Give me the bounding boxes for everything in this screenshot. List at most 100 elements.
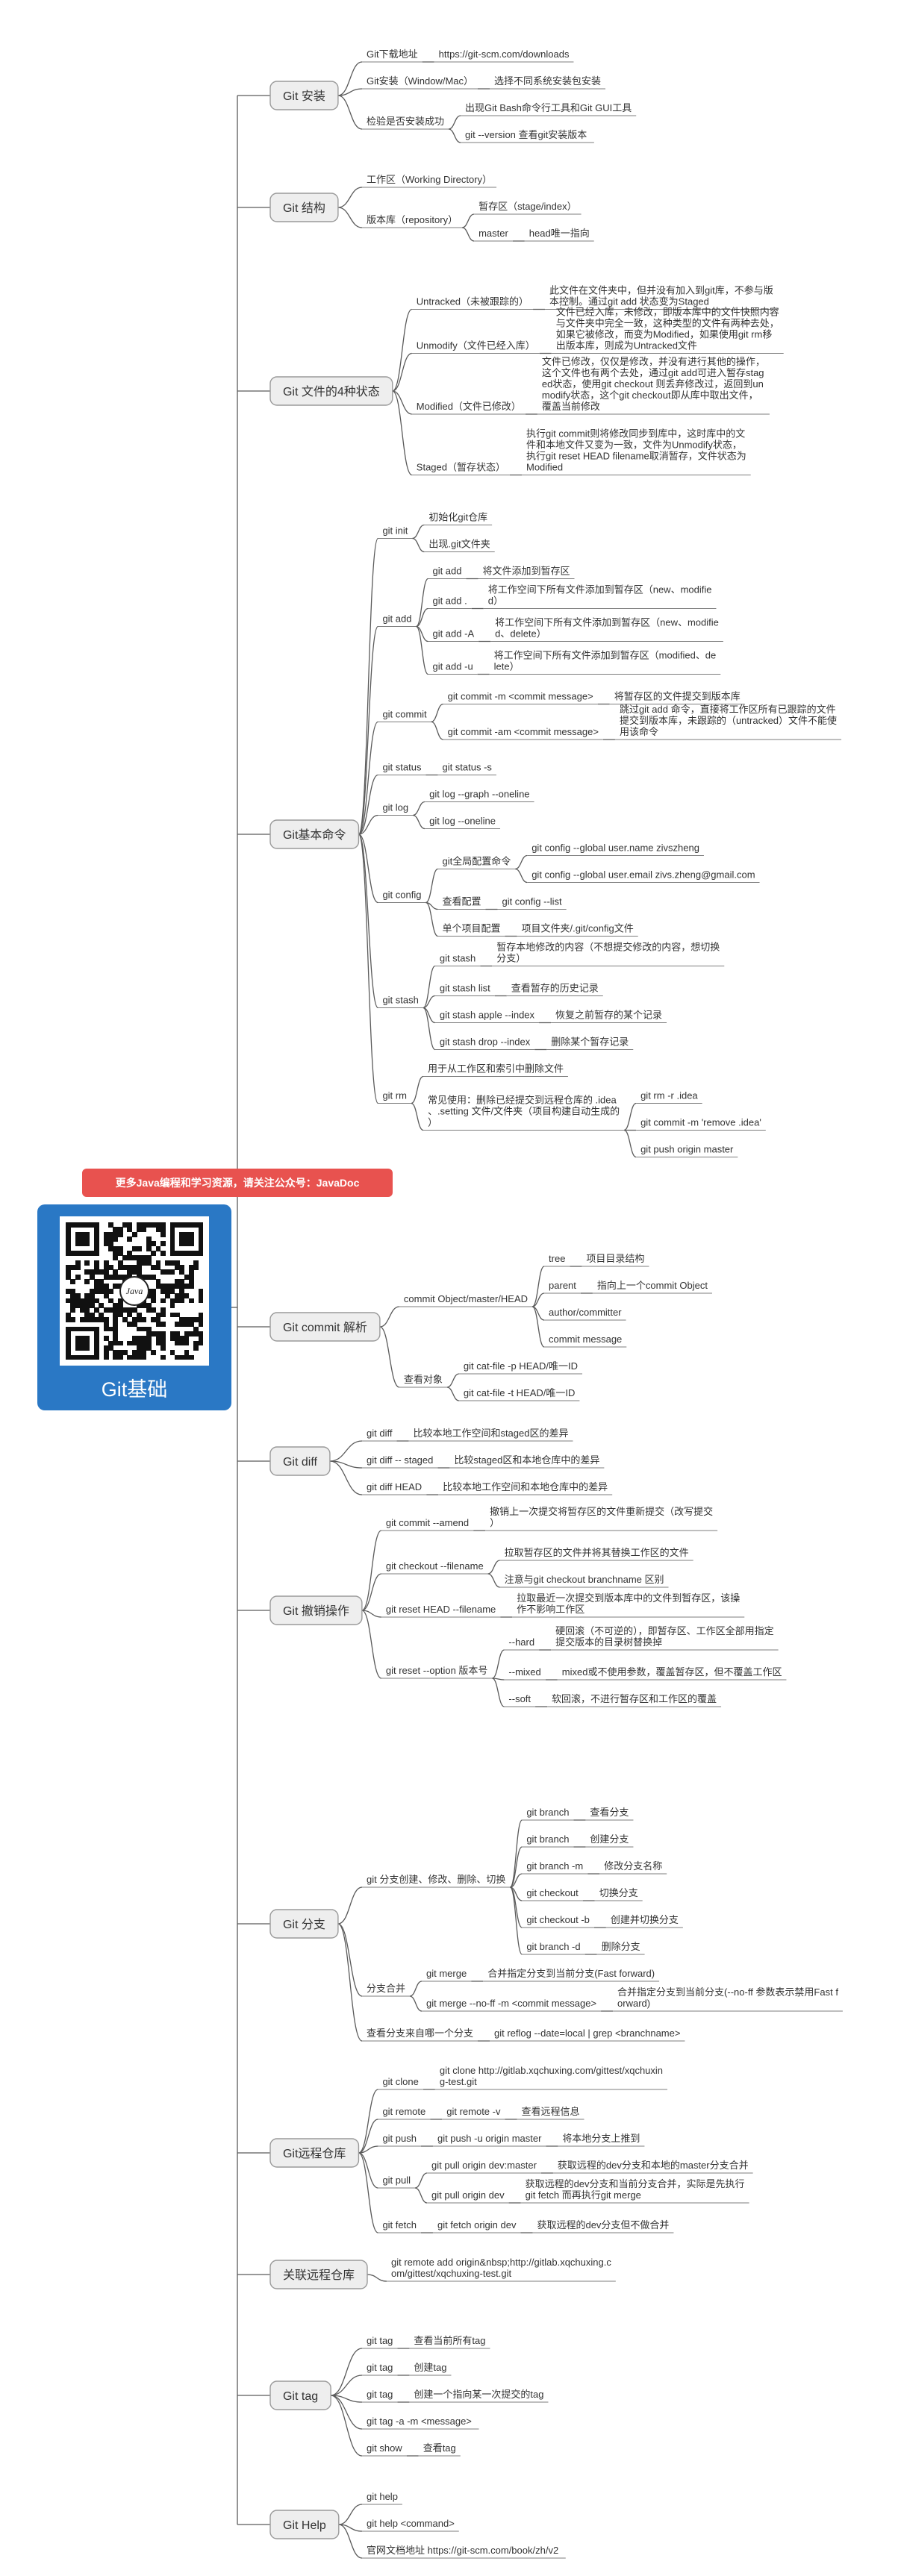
node[interactable]: git status <box>378 762 426 775</box>
node[interactable]: git reset HEAD --filename <box>381 1604 501 1618</box>
node[interactable]: 官网文档地址 https://git-scm.com/book/zh/v2 <box>362 2545 566 2559</box>
node[interactable]: git rm <box>378 1090 411 1104</box>
node-node[interactable]: git add -A <box>428 628 479 642</box>
node-node[interactable]: --mixed <box>504 1666 546 1681</box>
node-node[interactable]: https://git-scm.com/downloads <box>434 49 574 63</box>
node-node[interactable]: 恢复之前暂存的某个记录 <box>551 1010 667 1023</box>
node[interactable]: Staged（暂存状态） <box>411 462 510 475</box>
node[interactable]: git commit --amend <box>381 1517 474 1531</box>
node[interactable]: git tag <box>362 2389 398 2403</box>
node[interactable]: git fetch <box>378 2219 421 2233</box>
node[interactable]: git pull <box>378 2175 416 2189</box>
node-node[interactable]: 删除某个暂存记录 <box>546 1037 634 1050</box>
node[interactable]: Git下载地址 <box>362 49 423 63</box>
node[interactable]: 分支合并 <box>362 1983 411 1997</box>
node-node[interactable]: git全局配置命令 <box>437 856 516 869</box>
node[interactable]: git push <box>378 2133 421 2147</box>
node-node[interactable]: 比较本地工作空间和本地仓库中的差异 <box>438 1481 613 1495</box>
node-node[interactable]: git stash list <box>434 983 495 996</box>
node-node[interactable]: 暂存区（stage/index） <box>474 201 582 215</box>
node-node[interactable]: 撤销上一次提交将暂存区的文件重新提交（改写提交） <box>485 1506 718 1531</box>
node-node[interactable]: 选择不同系统安装包安装 <box>490 75 606 90</box>
node-node[interactable]: git reflog --date=local | grep <branchna… <box>490 2028 685 2042</box>
node-node[interactable]: 项目文件夹/.git/config文件 <box>517 923 638 937</box>
node-node[interactable]: 将本地分支上推到 <box>558 2133 645 2147</box>
node[interactable]: git remote add origin&nbsp;http://gitlab… <box>387 2257 616 2282</box>
node-node[interactable]: tree <box>544 1253 570 1267</box>
node-node[interactable]: git branch <box>522 1833 574 1848</box>
node-node[interactable]: 注意与git checkout branchname 区别 <box>499 1574 669 1588</box>
node[interactable]: git checkout --filename <box>381 1560 488 1575</box>
node-node[interactable]: mixed或不使用参数，覆盖暂存区，但不覆盖工作区 <box>557 1666 787 1681</box>
node-node[interactable]: git push origin master <box>636 1144 738 1157</box>
node-node[interactable]: 查看远程信息 <box>517 2106 584 2120</box>
node-node[interactable]: git --version 查看git安装版本 <box>461 129 594 143</box>
node-node[interactable]: 软回滚，不进行暂存区和工作区的覆盖 <box>547 1693 722 1707</box>
node-node[interactable]: 切换分支 <box>594 1887 643 1901</box>
node-node[interactable]: 执行git commit则将修改同步到库中，这时库中的文件和本地文件又变为一致，… <box>521 428 751 475</box>
node-node[interactable]: 查看当前所有tag <box>409 2335 490 2349</box>
branch-node[interactable]: Git 文件的4种状态 <box>269 376 393 406</box>
node[interactable]: git diff HEAD <box>362 1481 427 1495</box>
node[interactable]: git show <box>362 2442 407 2457</box>
node[interactable]: git diff -- staged <box>362 1454 438 1469</box>
node-node[interactable]: 文件已修改，仅仅是修改，并没有进行其他的操作，这个文件也有两个去处，通过git … <box>537 356 770 415</box>
node[interactable]: 工作区（Working Directory） <box>362 174 497 188</box>
node-node[interactable]: 查看配置 <box>437 896 486 910</box>
node-node[interactable]: 常见使用：删除已经提交到远程仓库的 .idea、.setting 文件/文件夹（… <box>423 1095 625 1131</box>
branch-node[interactable]: Git tag <box>269 2380 331 2410</box>
node-node[interactable]: commit message <box>544 1334 627 1348</box>
node-node[interactable]: 删除分支 <box>596 1941 645 1955</box>
node-node[interactable]: git status -s <box>437 762 496 775</box>
root-node[interactable]: Java Git基础 <box>37 1204 231 1410</box>
node-node[interactable]: git branch <box>522 1807 574 1821</box>
node[interactable]: git 分支创建、修改、删除、切换 <box>362 1874 511 1888</box>
node-node[interactable]: 将暂存区的文件提交到版本库 <box>609 691 745 704</box>
node[interactable]: git tag -a -m <message> <box>362 2416 479 2430</box>
node[interactable]: Untracked（未被跟踪的） <box>411 296 534 310</box>
node-node[interactable]: 拉取暂存区的文件并将其替换工作区的文件 <box>499 1547 693 1561</box>
node-node[interactable]: git commit -m <commit message> <box>443 691 598 704</box>
node-node[interactable]: --hard <box>504 1636 540 1651</box>
node[interactable]: git stash <box>378 995 423 1008</box>
branch-node[interactable]: Git 分支 <box>269 1909 339 1939</box>
node[interactable]: git help <box>362 2491 402 2505</box>
node-node[interactable]: 获取远程的dev分支但不做合并 <box>532 2219 674 2233</box>
node[interactable]: git remote <box>378 2106 431 2120</box>
node-node[interactable]: 将文件添加到暂存区 <box>478 566 575 579</box>
node-node[interactable]: 修改分支名称 <box>599 1860 667 1875</box>
node-node[interactable]: 将工作空间下所有文件添加到暂存区（new、modified） <box>483 584 717 609</box>
node-node[interactable]: author/committer <box>544 1307 626 1321</box>
node-node[interactable]: git cat-file -t HEAD/唯一ID <box>458 1387 580 1401</box>
node-node[interactable]: 查看tag <box>418 2442 461 2457</box>
node-node[interactable]: git merge <box>422 1968 472 1982</box>
node-node[interactable]: git log --graph --oneline <box>425 789 534 802</box>
node-node[interactable]: git commit -am <commit message> <box>443 726 603 740</box>
node-node[interactable]: git config --global user.name zivszheng <box>527 842 704 856</box>
node[interactable]: commit Object/master/HEAD <box>399 1293 533 1307</box>
branch-node[interactable]: Git 安装 <box>269 81 339 110</box>
node[interactable]: Unmodify（文件已经入库） <box>411 340 540 354</box>
node-node[interactable]: git fetch origin dev <box>432 2219 521 2233</box>
node-node[interactable]: git pull origin dev:master <box>427 2160 541 2174</box>
node-node[interactable]: master <box>474 228 513 242</box>
node[interactable]: git clone <box>378 2076 423 2090</box>
node-node[interactable]: 指向上一个commit Object <box>592 1280 712 1294</box>
node-node[interactable]: 用于从工作区和索引中删除文件 <box>423 1063 568 1077</box>
branch-node[interactable]: Git远程仓库 <box>269 2138 360 2168</box>
node-node[interactable]: 创建分支 <box>585 1833 634 1848</box>
node-node[interactable]: git add <box>428 566 467 579</box>
node-node[interactable]: git stash drop --index <box>434 1037 535 1050</box>
node[interactable]: 检验是否安装成功 <box>362 116 449 130</box>
branch-node[interactable]: Git 结构 <box>269 193 339 222</box>
node[interactable]: git log <box>378 802 414 816</box>
node-node[interactable]: git remote -v <box>442 2106 505 2120</box>
node-node[interactable]: 出现Git Bash命令行工具和Git GUI工具 <box>461 102 637 116</box>
node-node[interactable]: 查看分支 <box>585 1807 634 1821</box>
promo-banner[interactable]: 更多Java编程和学习资源，请关注公众号：JavaDoc <box>82 1169 393 1197</box>
node[interactable]: 版本库（repository） <box>362 214 463 228</box>
node-node[interactable]: parent <box>544 1280 581 1294</box>
node-node[interactable]: git merge --no-ff -m <commit message> <box>422 1998 602 2012</box>
